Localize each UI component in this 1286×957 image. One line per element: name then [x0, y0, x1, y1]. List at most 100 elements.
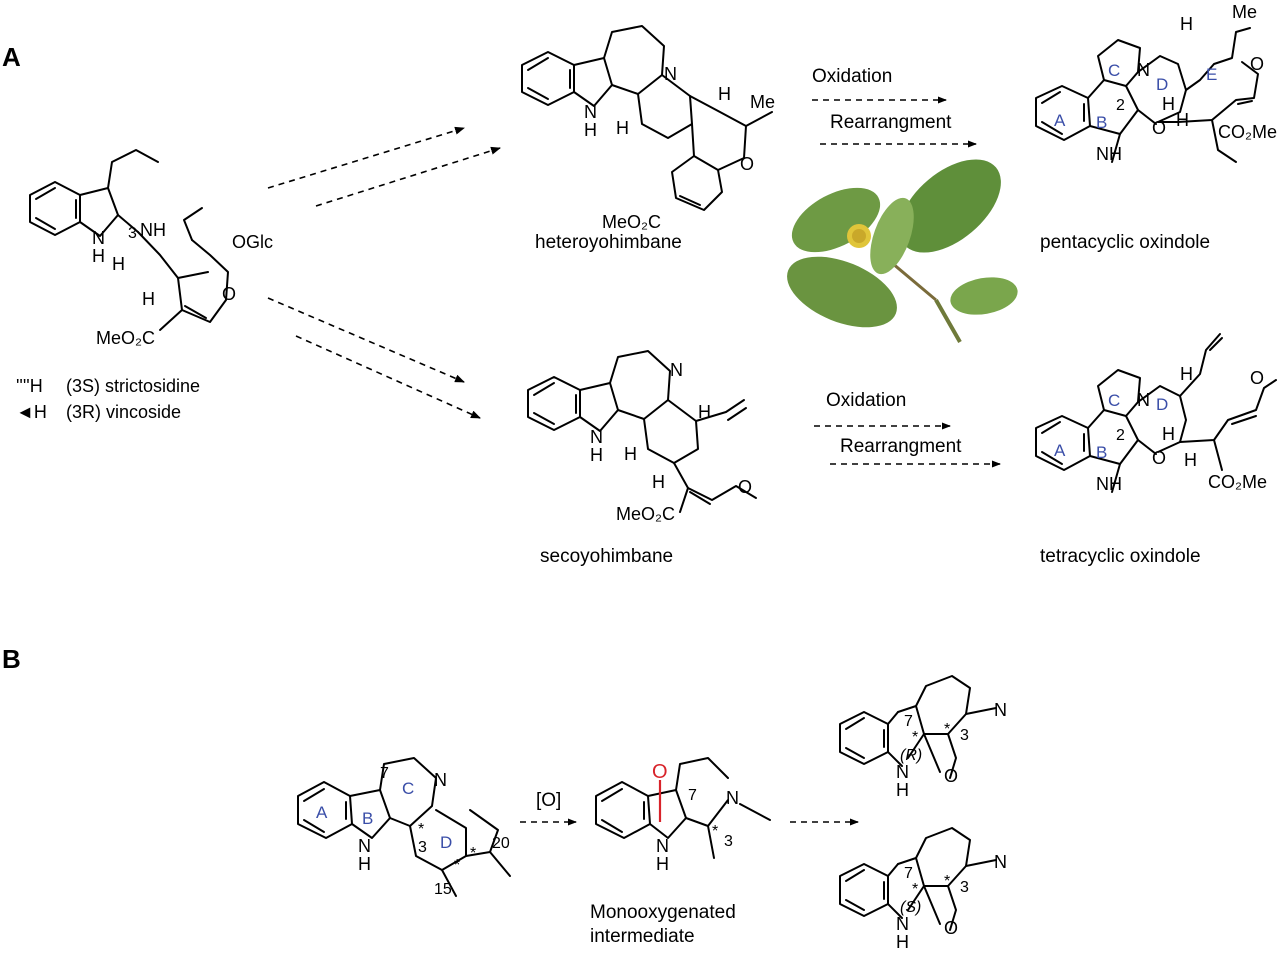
strictosidine-indole-h: H	[92, 246, 105, 266]
heteroyohimbane-structure: N N H H H Me O MeO₂C heteroyohimbane	[521, 25, 775, 253]
panel-label-b: B	[2, 644, 21, 674]
spiro-s-c3: 3	[960, 879, 969, 896]
secoyohimbane-nh-h: H	[590, 445, 603, 465]
spiro-s-c7: 7	[904, 865, 913, 882]
tetracyclic-ring-a: A	[1054, 441, 1066, 460]
pentacyclic-n: N	[1137, 60, 1150, 80]
pentacyclic-ring-o: O	[1250, 54, 1264, 74]
tetracyclic-co2me: CO₂Me	[1208, 472, 1267, 492]
secoyohimbane-h15: H	[652, 472, 665, 492]
spiro-r-n: N	[994, 700, 1007, 720]
tetracyclic-nh: NH	[1096, 474, 1122, 494]
start-ring-c: C	[402, 779, 414, 798]
spiro-r-star-3: *	[944, 721, 950, 738]
legend-strictosidine-mark: ''''H	[16, 376, 43, 396]
tetracyclic-h-top: H	[1180, 364, 1193, 384]
heteroyohimbane-nh: N	[584, 102, 597, 122]
spiro-s-n: N	[994, 852, 1007, 872]
strictosidine-meo2c: MeO₂C	[96, 328, 155, 348]
oxidant-label: [O]	[536, 790, 561, 811]
strictosidine-ring-o: O	[222, 284, 236, 304]
spiro-r-o: O	[944, 766, 958, 786]
pentacyclic-nh: NH	[1096, 144, 1122, 164]
spiro-s-star-7: *	[912, 881, 918, 898]
legend-vincoside-mark: ◄H	[16, 402, 47, 422]
spiro-r-nh: N	[896, 762, 909, 782]
start-c15: 15	[434, 881, 452, 898]
spiro-r-c7: 7	[904, 713, 913, 730]
monooxygenated-star-3: *	[712, 823, 718, 840]
tetracyclic-c2: 2	[1116, 427, 1125, 444]
monooxygenated-caption-line2: intermediate	[590, 926, 695, 947]
spiro-s-stereo: (S)	[900, 899, 921, 916]
tetracyclic-ring-d: D	[1156, 395, 1168, 414]
spiro-s-nh-h: H	[896, 932, 909, 952]
secoyohimbane-meo2c: MeO₂C	[616, 504, 675, 524]
bottom-reaction-rearrangement: Rearrangment	[840, 436, 962, 457]
pentacyclic-ring-c: C	[1108, 61, 1120, 80]
start-n: N	[434, 770, 447, 790]
secoyohimbane-nh: N	[590, 427, 603, 447]
heteroyohimbane-o: O	[740, 154, 754, 174]
spiro-s-star-3: *	[944, 873, 950, 890]
secoyohimbane-n: N	[670, 360, 683, 380]
spiro-r-nh-h: H	[896, 780, 909, 800]
start-c7: 7	[380, 765, 389, 782]
spiro-s-structure: N N H O 7 3 * * (S)	[839, 827, 1007, 952]
start-ring-d: D	[440, 833, 452, 852]
arrow-to-secoyohimbane-2	[295, 335, 481, 419]
monooxygenated-nh: N	[656, 836, 669, 856]
spiro-s-o: O	[944, 918, 958, 938]
pentacyclic-caption: pentacyclic oxindole	[1040, 232, 1210, 253]
pentacyclic-ring-b: B	[1096, 113, 1107, 132]
tetracyclic-n: N	[1137, 390, 1150, 410]
start-nh: N	[358, 836, 371, 856]
pentacyclic-oxindole-structure: N H Me O H 2 O H CO₂Me NH A B C D E pent…	[1035, 2, 1277, 253]
tetracyclic-ring-b: B	[1096, 443, 1107, 462]
stereo-legend: ''''H (3S) strictosidine ◄H (3R) vincosi…	[16, 376, 200, 422]
pentacyclic-ring-a: A	[1054, 111, 1066, 130]
plant-illustration-icon	[787, 159, 1018, 343]
monooxygenated-c3: 3	[724, 833, 733, 850]
strictosidine-nh: NH	[140, 220, 166, 240]
monooxygenated-c7: 7	[688, 787, 697, 804]
start-c20: 20	[492, 835, 510, 852]
monooxygenated-intermediate-structure: O N N H 7 3 * Monooxygenated intermediat…	[590, 757, 771, 947]
heteroyohimbane-caption: heteroyohimbane	[535, 232, 682, 253]
spiro-r-c3: 3	[960, 727, 969, 744]
spiro-r-star-7: *	[912, 729, 918, 746]
spiro-s-nh: N	[896, 914, 909, 934]
top-reaction-rearrangement: Rearrangment	[830, 112, 952, 133]
start-ring-a: A	[316, 803, 328, 822]
monooxygenated-o: O	[652, 761, 668, 783]
secoyohimbane-o: O	[738, 477, 752, 497]
secoyohimbane-h20: H	[698, 402, 711, 422]
secoyohimbane-structure: N N H H H H O MeO₂C secoyohimbane	[527, 350, 757, 567]
start-c3: 3	[418, 839, 427, 856]
arrow-to-heteroyohimbane-1	[267, 126, 465, 189]
strictosidine-oglc: OGlc	[232, 232, 273, 252]
tetracyclic-oxindole-structure: N H O H 2 O H CO₂Me NH A B C D tetracycl…	[1035, 333, 1277, 567]
start-ring-b: B	[362, 809, 373, 828]
start-star-20: *	[470, 845, 476, 862]
arrow-to-secoyohimbane-1	[267, 297, 465, 383]
spiro-r-structure: N N H O 7 3 * * (R)	[839, 675, 1007, 800]
legend-strictosidine: (3S) strictosidine	[66, 376, 200, 396]
strictosidine-h15: H	[142, 289, 155, 309]
monooxygenated-nh-h: H	[656, 854, 669, 874]
strictosidine-indole-n: N	[92, 228, 105, 248]
strictosidine-c3: 3	[128, 225, 137, 242]
start-star-15: *	[454, 857, 460, 874]
strictosidine-h3: H	[112, 254, 125, 274]
pentacyclic-me: Me	[1232, 2, 1257, 22]
pentacyclic-ring-d: D	[1156, 75, 1168, 94]
heteroyohimbane-meo2c: MeO₂C	[602, 212, 661, 232]
tetracyclic-ring-c: C	[1108, 391, 1120, 410]
pentacyclic-c2: 2	[1116, 97, 1125, 114]
panel-label-a: A	[2, 42, 21, 72]
tetracyclic-o: O	[1250, 368, 1264, 388]
pentacyclic-co2me: CO₂Me	[1218, 122, 1277, 142]
pentacyclic-h3: H	[1162, 94, 1175, 114]
heteroyohimbane-h20: H	[718, 84, 731, 104]
heteroyohimbane-nh-h: H	[584, 120, 597, 140]
